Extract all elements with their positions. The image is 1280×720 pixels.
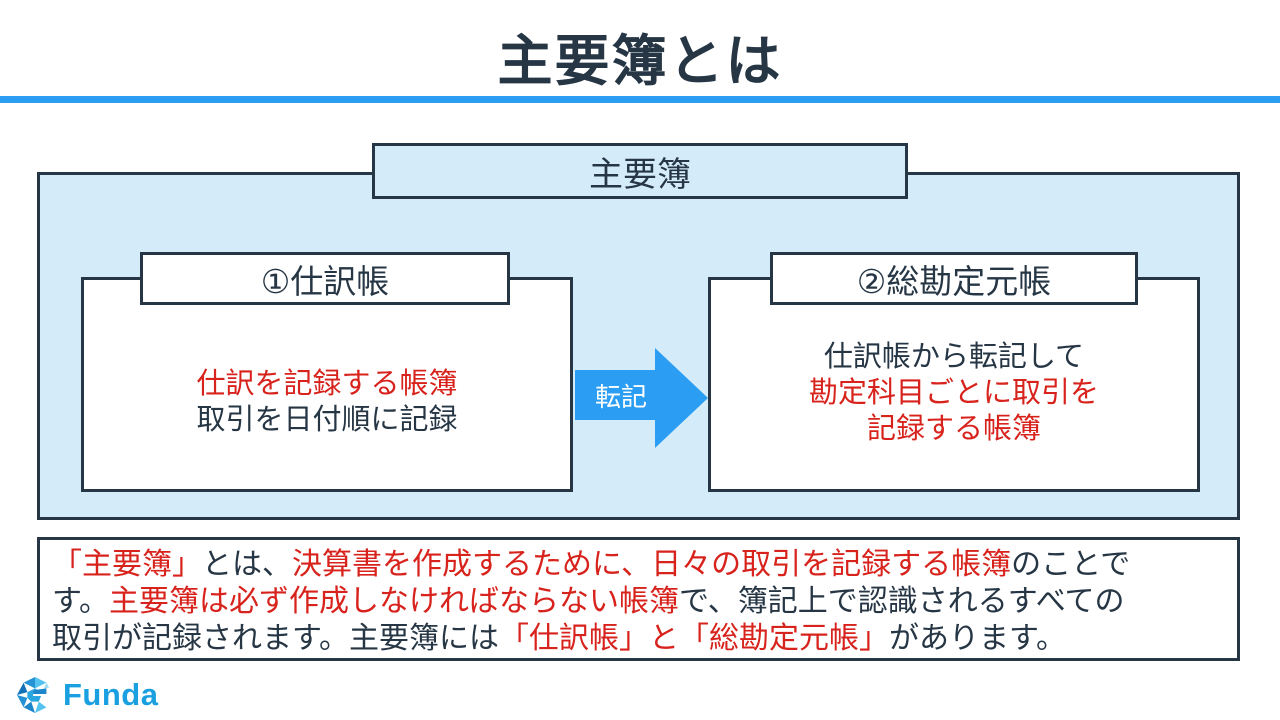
- page-title: 主要簿とは: [497, 30, 783, 92]
- general-ledger-header: ②総勘定元帳: [770, 252, 1138, 305]
- text-line: 取引が記録されます。主要簿には「仕訳帳」と「総勘定元帳」があります。: [52, 622, 1066, 655]
- text-line: 記録する帳簿: [866, 413, 1041, 445]
- text-line: す。主要簿は必ず作成しなければならない帳簿で、簿記上で認識されるすべての: [52, 585, 1125, 618]
- journal-box: [81, 277, 573, 492]
- general-ledger-box: [708, 277, 1200, 492]
- general-ledger-description: 仕訳帳から転記して勘定科目ごとに取引を記録する帳簿: [708, 339, 1200, 447]
- text-line: 仕訳を記録する帳簿: [196, 368, 458, 400]
- summary-box: 「主要簿」とは、決算書を作成するために、日々の取引を記録する帳簿のことです。主要…: [37, 537, 1240, 661]
- text-line: 勘定科目ごとに取引を: [808, 377, 1099, 409]
- title-underline: [0, 96, 1280, 103]
- text-line: 仕訳帳から転記して: [823, 341, 1085, 373]
- group-label-box: 主要簿: [372, 143, 908, 199]
- funda-gem-icon: [16, 676, 56, 714]
- text-line: 「主要簿」とは、決算書を作成するために、日々の取引を記録する帳簿のことで: [52, 548, 1131, 581]
- posting-arrow-icon: [575, 348, 708, 448]
- brand-logo: Funda: [14, 674, 159, 716]
- posting-arrow-label: 転記: [594, 381, 647, 412]
- journal-description: 仕訳を記録する帳簿取引を日付順に記録: [81, 366, 573, 438]
- text-line: 取引を日付順に記録: [196, 404, 458, 436]
- journal-header: ①仕訳帳: [140, 252, 510, 305]
- brand-name: Funda: [63, 677, 159, 712]
